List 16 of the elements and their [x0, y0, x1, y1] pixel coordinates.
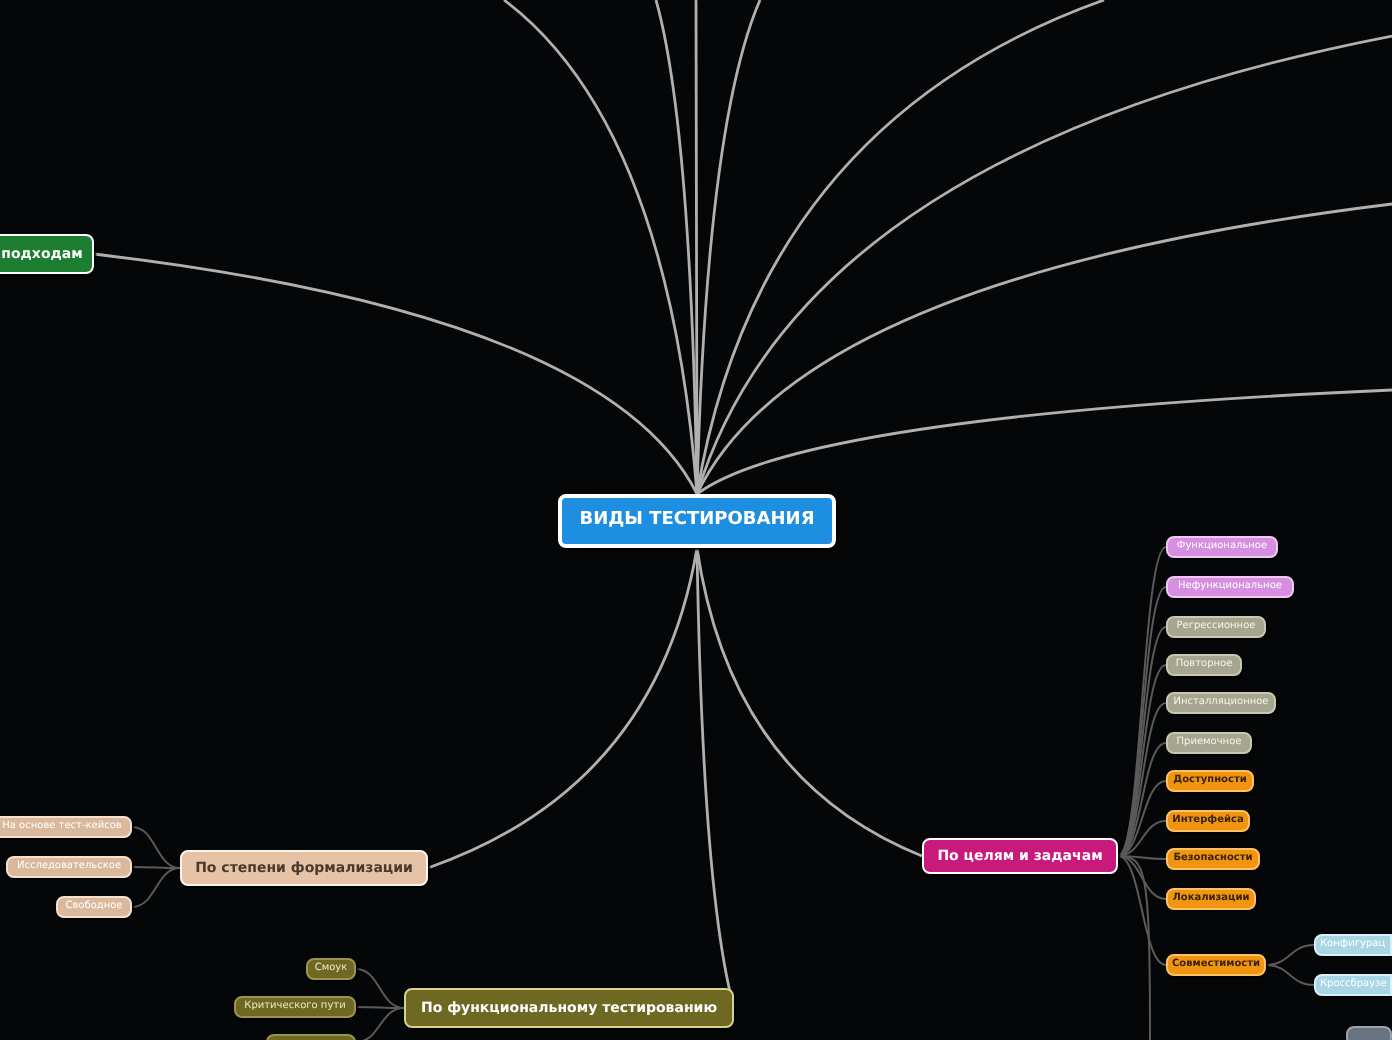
connector-line: [131, 867, 181, 908]
connector-line: [93, 252, 699, 495]
connector-line: [695, 547, 736, 1009]
connector-line: [1265, 944, 1315, 966]
connector-line: [1265, 964, 1315, 986]
connector-line: [355, 1006, 405, 1009]
connector-line: [355, 968, 405, 1009]
central-topic: ВИДЫ ТЕСТИРОВАНИЯ: [558, 494, 836, 548]
subtopic-box: [1346, 1026, 1392, 1040]
connector-line: [131, 866, 181, 869]
connector-line: [131, 826, 181, 869]
connector-line: [695, 547, 923, 858]
connector-line: [696, 388, 1392, 496]
connector-line: [695, 202, 1392, 495]
connector-line: [1117, 855, 1167, 966]
connector-line: [427, 547, 699, 870]
